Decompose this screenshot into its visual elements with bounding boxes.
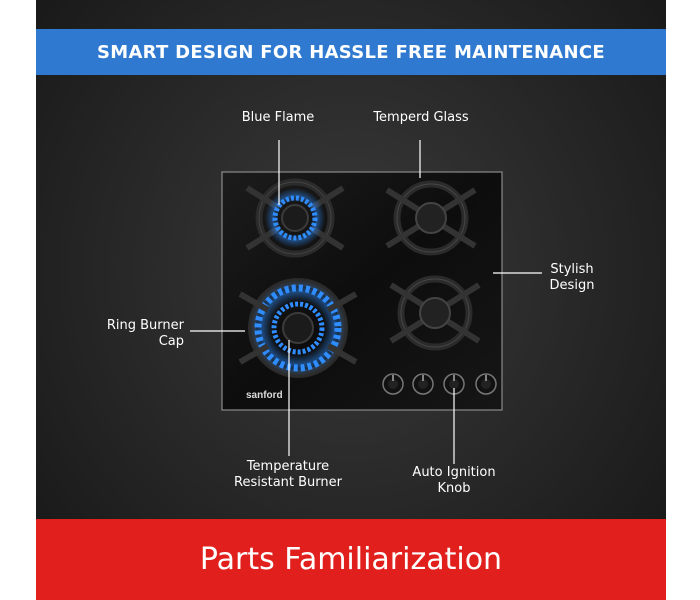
gas-burner-icon [389,275,481,351]
banner-title: SMART DESIGN FOR HASSLE FREE MAINTENANCE [96,41,606,63]
label-temperature-resistant-burner: Temperature Resistant Burner [234,459,342,490]
label-auto-ignition-knob: Auto Ignition Knob [412,465,496,496]
gas-burner-icon [385,180,477,256]
label-tempered-glass: Temperd Glass [373,110,469,125]
label-ring-burner-cap: Ring Burner Cap [106,318,184,349]
label-blue-flame: Blue Flame [241,110,315,125]
control-knob-icon[interactable] [382,373,404,395]
control-knob-icon[interactable] [443,373,465,395]
footer-title: Parts Familiarization [199,542,503,577]
bottom-banner: Parts Familiarization [36,519,666,600]
gas-burner-icon [238,278,358,378]
control-knob-icon[interactable] [475,373,497,395]
control-knob-icon[interactable] [412,373,434,395]
gas-burner-icon [245,178,345,258]
callout-lines [190,140,542,464]
label-stylish-design: Stylish Design [549,262,595,293]
top-banner: SMART DESIGN FOR HASSLE FREE MAINTENANCE [36,29,666,75]
product-panel: SMART DESIGN FOR HASSLE FREE MAINTENANCE… [36,0,666,600]
brand-logo: sanford [246,390,283,401]
control-knobs [382,373,497,395]
